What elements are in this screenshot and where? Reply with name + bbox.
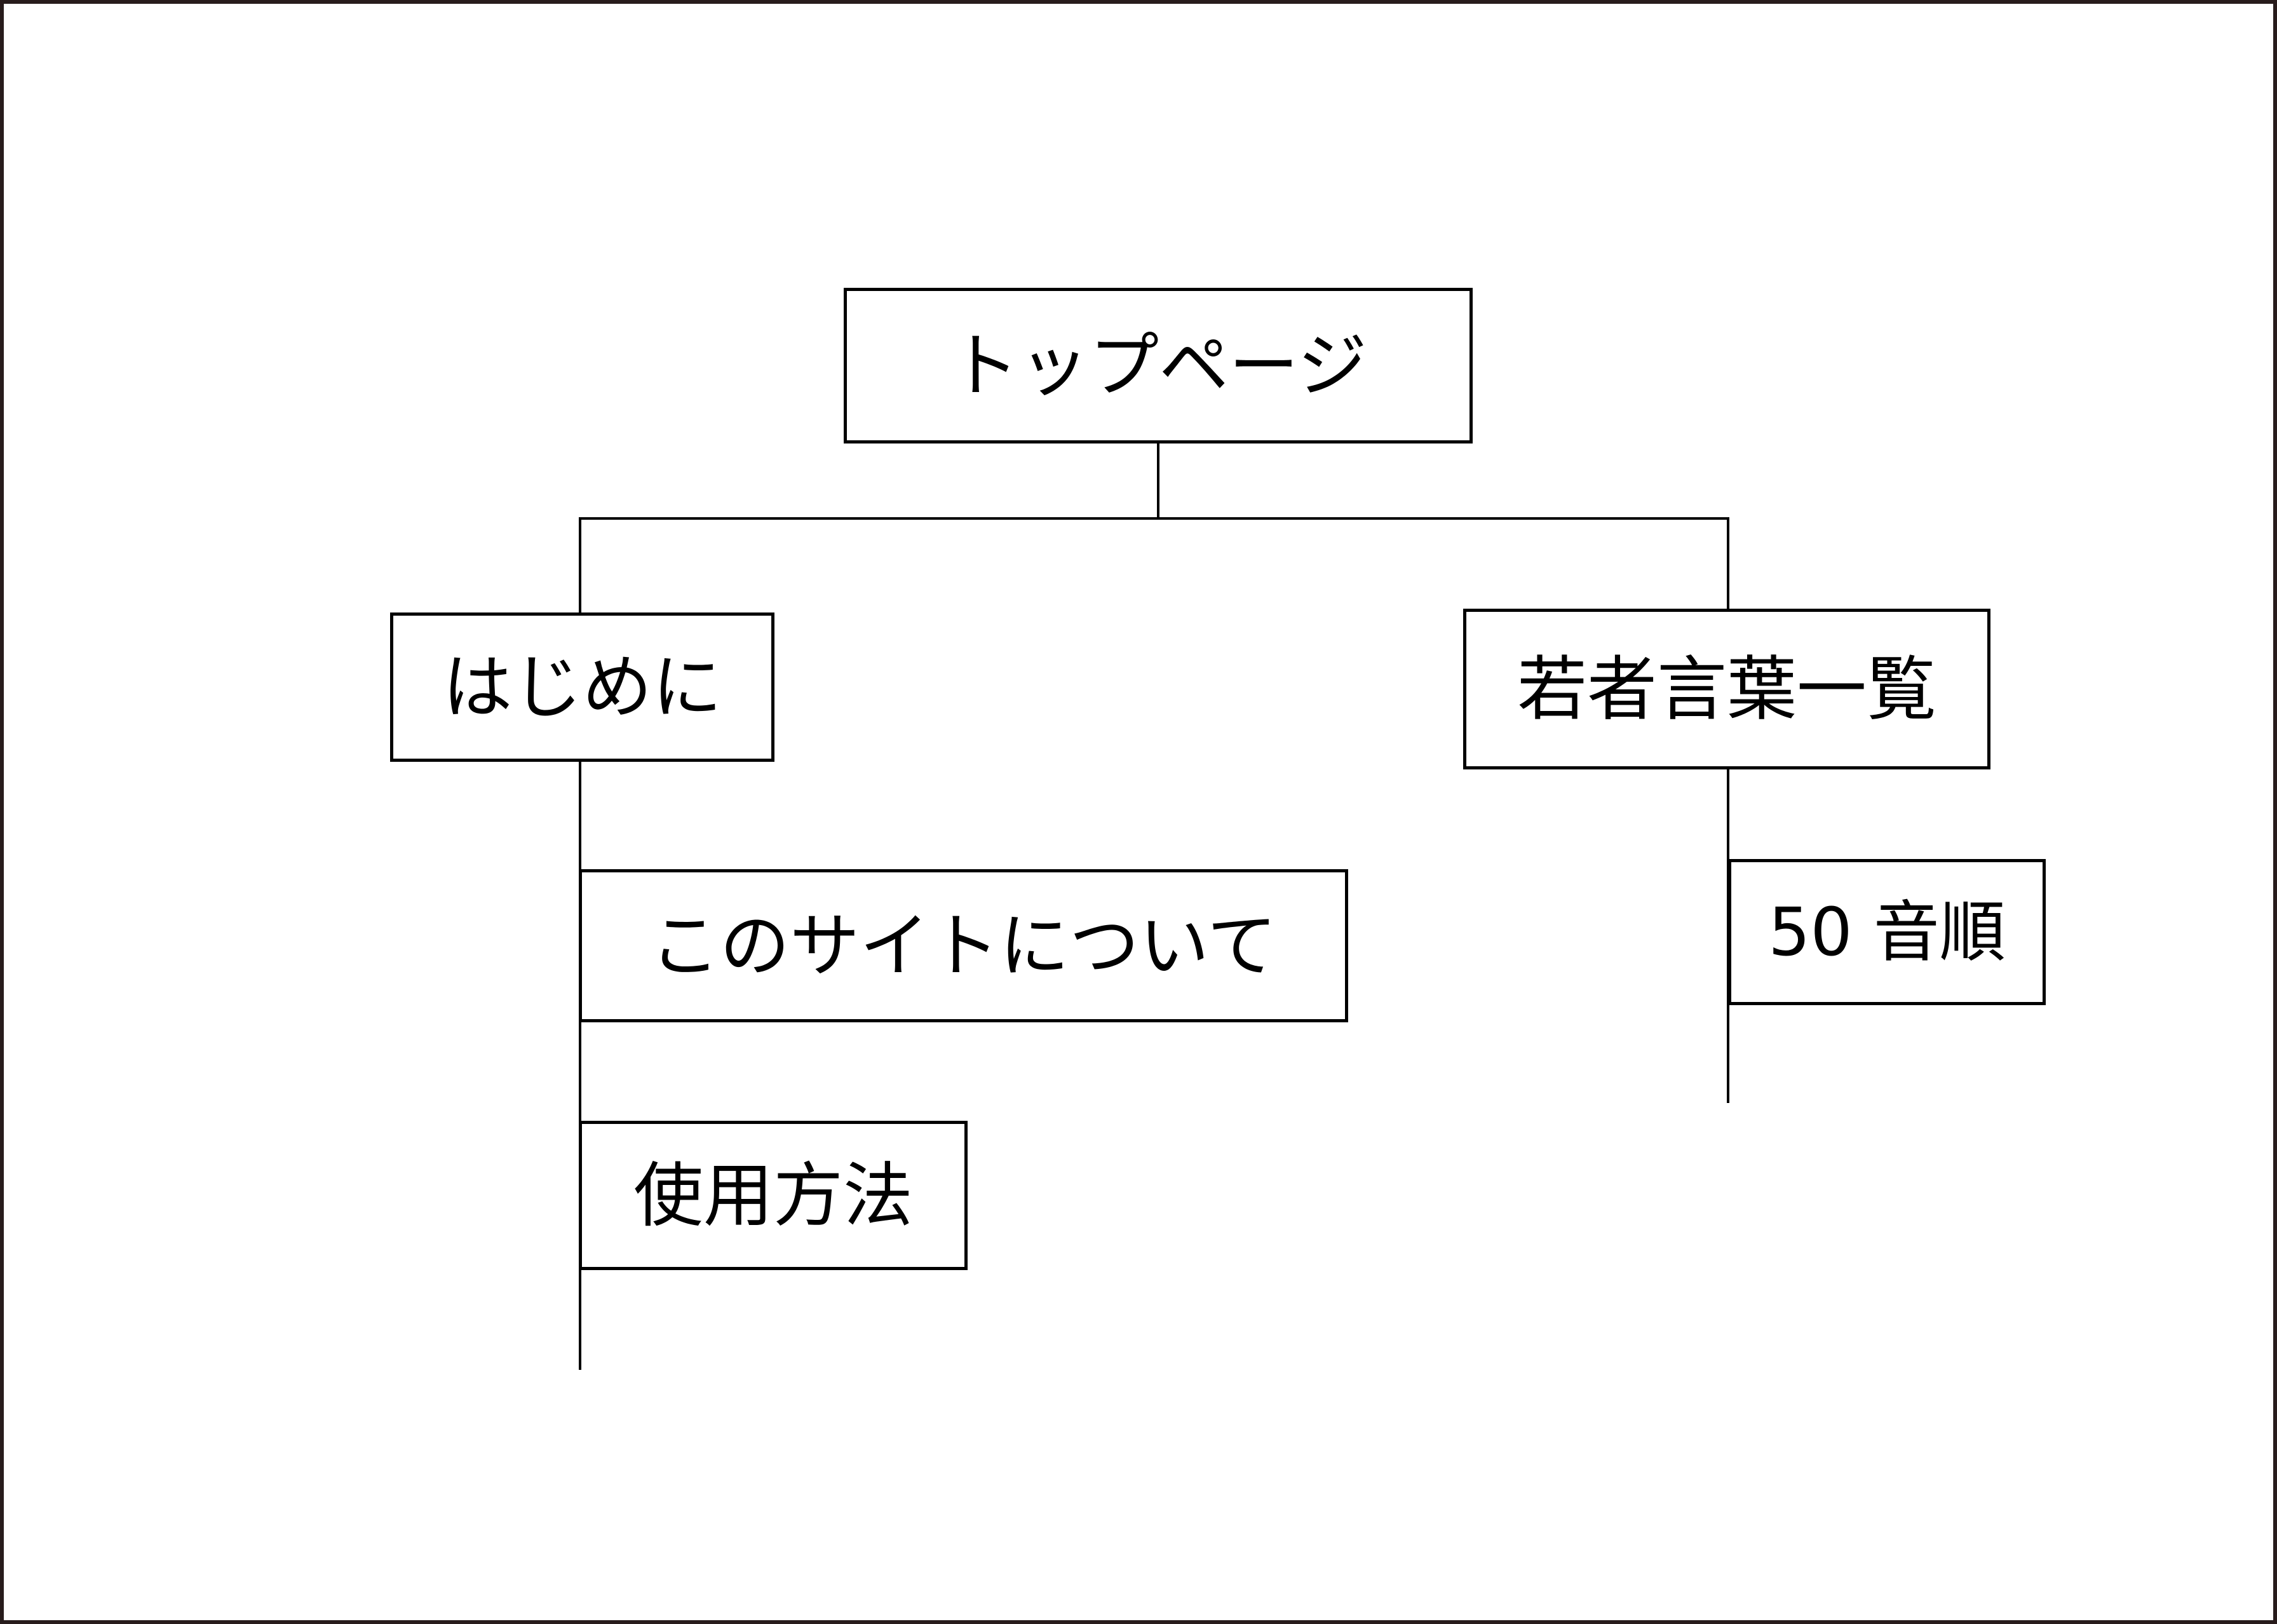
node-kono-site-nitsuite: このサイトについて — [579, 869, 1348, 1022]
connector-right-branch-trunk — [1727, 517, 1729, 1103]
connector-branch-horizontal — [579, 517, 1729, 520]
node-top-page-label: トップページ — [949, 325, 1367, 407]
node-gojuon-jun: 50 音順 — [1728, 859, 2046, 1005]
connector-top-to-branch-stub — [1157, 443, 1159, 520]
node-gojuon-jun-label: 50 音順 — [1768, 893, 2006, 971]
node-shiyou-houhou-label: 使用方法 — [633, 1154, 913, 1236]
node-kono-site-nitsuite-label: このサイトについて — [650, 905, 1277, 987]
node-wakamono-kotoba-ichiran: 若者言葉一覧 — [1463, 609, 1990, 769]
node-hajimeni-label: はじめに — [442, 646, 722, 728]
node-wakamono-kotoba-ichiran-label: 若者言葉一覧 — [1517, 648, 1936, 730]
node-hajimeni: はじめに — [390, 612, 774, 762]
node-shiyou-houhou: 使用方法 — [579, 1121, 968, 1270]
node-top-page: トップページ — [844, 288, 1473, 443]
